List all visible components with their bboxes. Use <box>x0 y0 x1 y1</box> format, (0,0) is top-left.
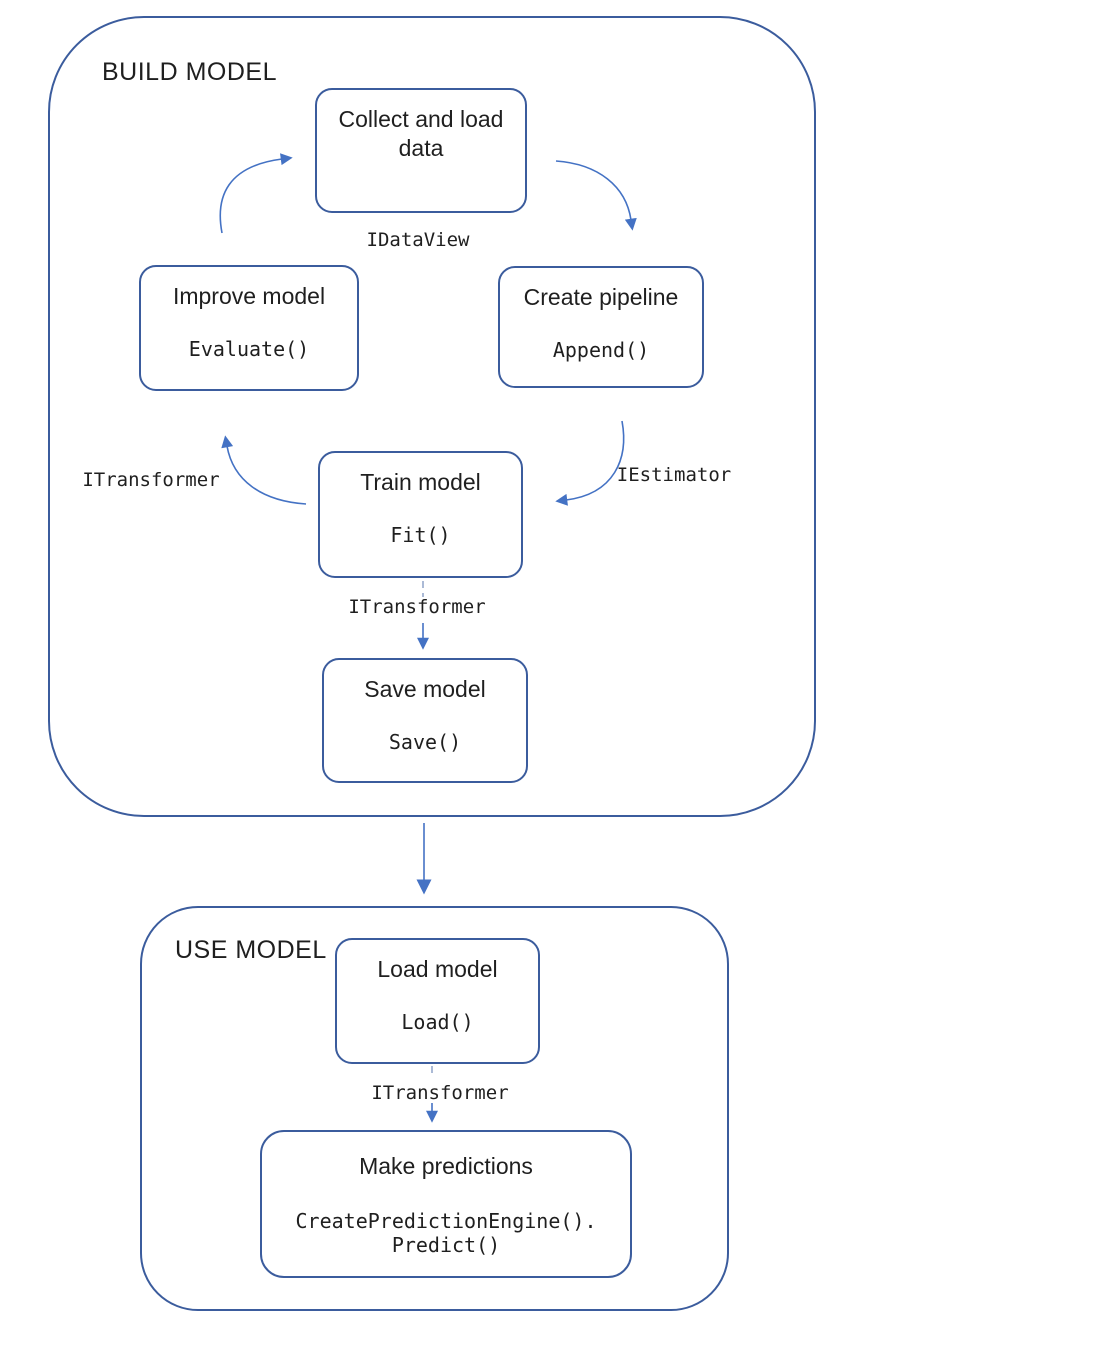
node-title: Improve model <box>172 283 326 309</box>
code-line-2: Predict() <box>391 1233 501 1258</box>
node-code: CreatePredictionEngine().Predict() <box>295 1210 596 1257</box>
node-save-model: Save model Save() <box>322 658 528 783</box>
node-create-pipeline: Create pipeline Append() <box>498 266 704 388</box>
node-title: Save model <box>364 676 486 702</box>
node-title: Make predictions <box>359 1153 533 1179</box>
edge-label-itransformer-feedback: ITransformer <box>82 469 220 491</box>
edge-label-itransformer-use: ITransformer <box>371 1082 509 1104</box>
edge-label-idataview: IDataView <box>366 229 470 251</box>
node-train-model: Train model Fit() <box>318 451 523 578</box>
node-title: Train model <box>360 469 481 495</box>
node-code: Append() <box>552 338 650 363</box>
node-title: Load model <box>377 956 498 982</box>
node-collect-and-load-data: Collect and load data <box>315 88 527 213</box>
edge-label-itransformer-to-save: ITransformer <box>348 596 486 618</box>
node-title: Collect and load data <box>338 106 504 162</box>
node-code: Save() <box>388 730 462 755</box>
build-model-container <box>48 16 816 817</box>
node-load-model: Load model Load() <box>335 938 540 1064</box>
node-title: Create pipeline <box>523 284 679 310</box>
build-model-label: BUILD MODEL <box>102 58 277 86</box>
use-model-container <box>140 906 729 1311</box>
node-code: Evaluate() <box>188 337 310 362</box>
node-code: Load() <box>401 1010 474 1035</box>
node-make-predictions: Make predictions CreatePredictionEngine(… <box>260 1130 632 1278</box>
edge-label-iestimator: IEstimator <box>616 464 732 486</box>
node-code: Fit() <box>390 523 451 548</box>
code-line-1: CreatePredictionEngine(). <box>295 1209 597 1234</box>
use-model-label: USE MODEL <box>175 936 327 964</box>
node-improve-model: Improve model Evaluate() <box>139 265 359 391</box>
